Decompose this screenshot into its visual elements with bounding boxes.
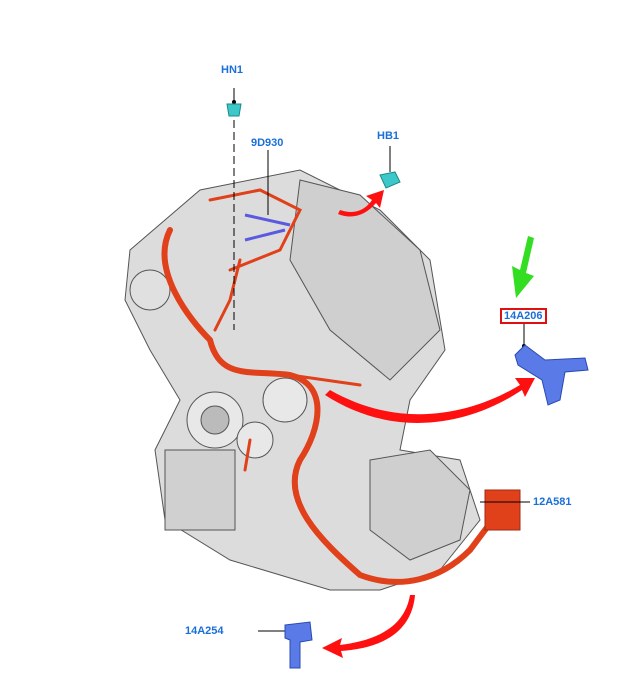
part-12A581[interactable] [484,489,521,531]
callout-12A581[interactable]: 12A581 [533,496,572,508]
part-14A254[interactable] [258,621,313,669]
part-9D930[interactable] [244,213,291,242]
callout-14A206[interactable]: 14A206 [500,308,547,324]
callout-HB1[interactable]: HB1 [377,130,400,142]
part-HB1[interactable] [379,146,401,189]
part-HN1[interactable] [226,88,242,330]
direction-arrows [322,190,535,658]
callout-HN1[interactable]: HN1 [221,64,244,76]
callout-14A254[interactable]: 14A254 [185,625,224,637]
wiring-harness [161,188,503,585]
part-14A206[interactable] [514,323,589,406]
callout-9D930[interactable]: 9D930 [251,137,284,149]
green-pointer-arrow-icon [512,236,534,298]
